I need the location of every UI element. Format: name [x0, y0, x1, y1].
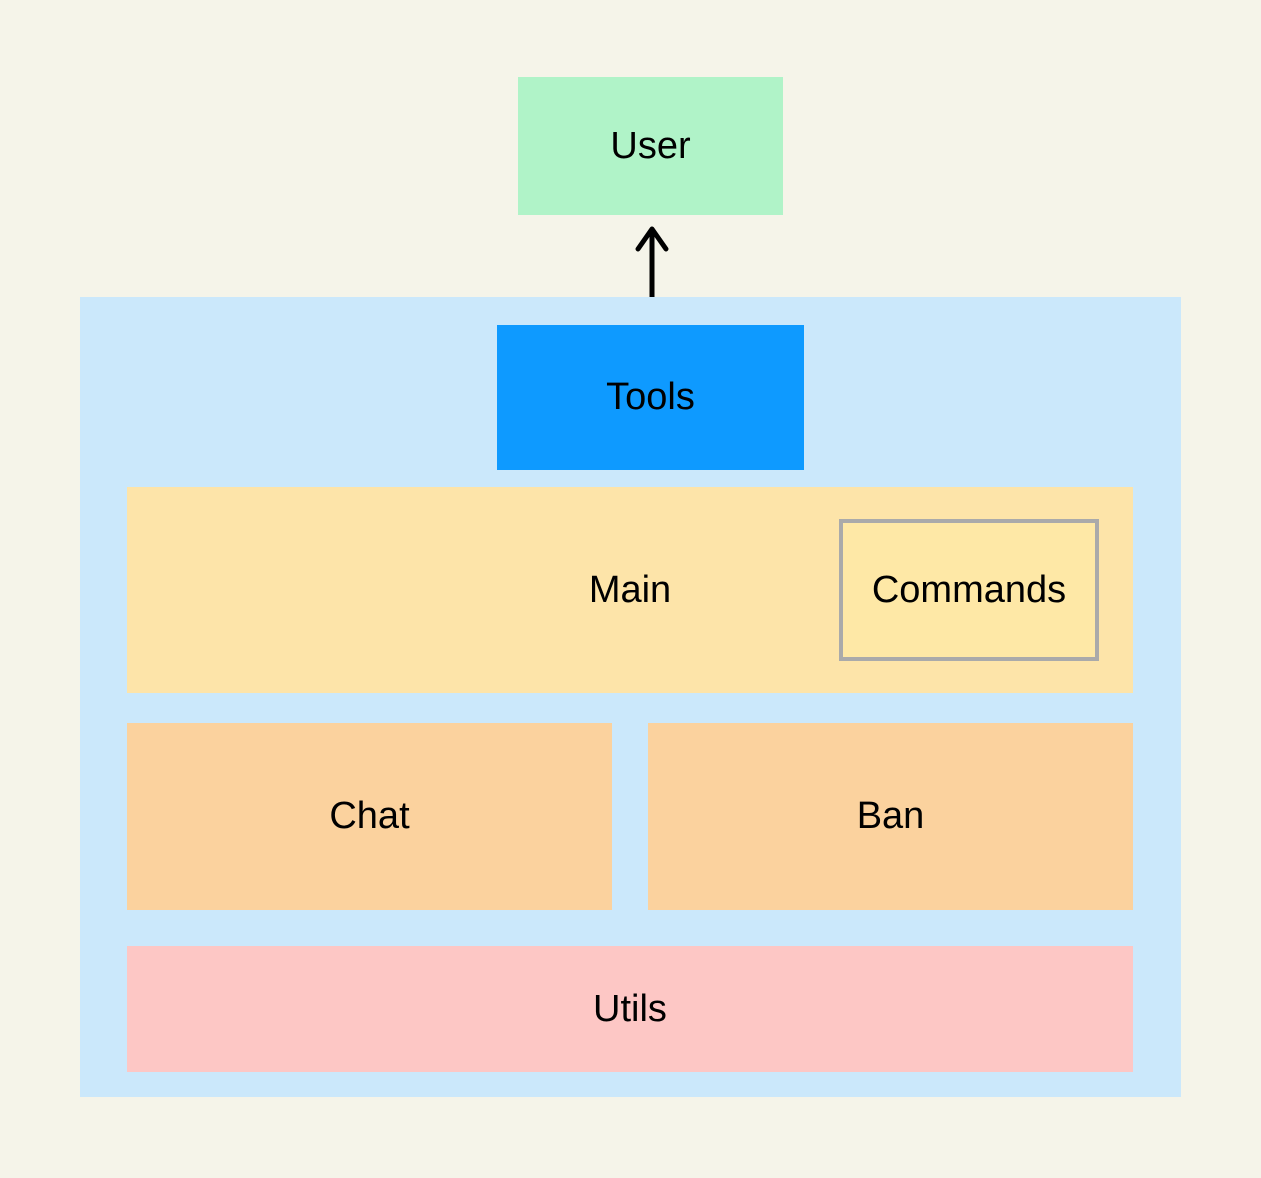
commands-label: Commands — [871, 568, 1067, 611]
arrow-head — [635, 226, 669, 252]
user-node: User — [518, 77, 783, 215]
ban-label: Ban — [856, 795, 925, 837]
ban-node: Ban — [648, 723, 1133, 910]
chat-label: Chat — [329, 795, 410, 837]
tools-node: Tools — [497, 325, 804, 470]
utils-label: Utils — [593, 987, 667, 1030]
user-label: User — [610, 124, 691, 167]
main-label-wrap: Main — [127, 487, 1133, 693]
tools-label: Tools — [606, 376, 695, 418]
utils-node: Utils — [127, 946, 1133, 1072]
commands-node: Commands — [839, 519, 1099, 661]
main-label: Main — [588, 568, 672, 611]
tools-to-user-arrow — [635, 226, 669, 310]
chat-node: Chat — [127, 723, 612, 910]
